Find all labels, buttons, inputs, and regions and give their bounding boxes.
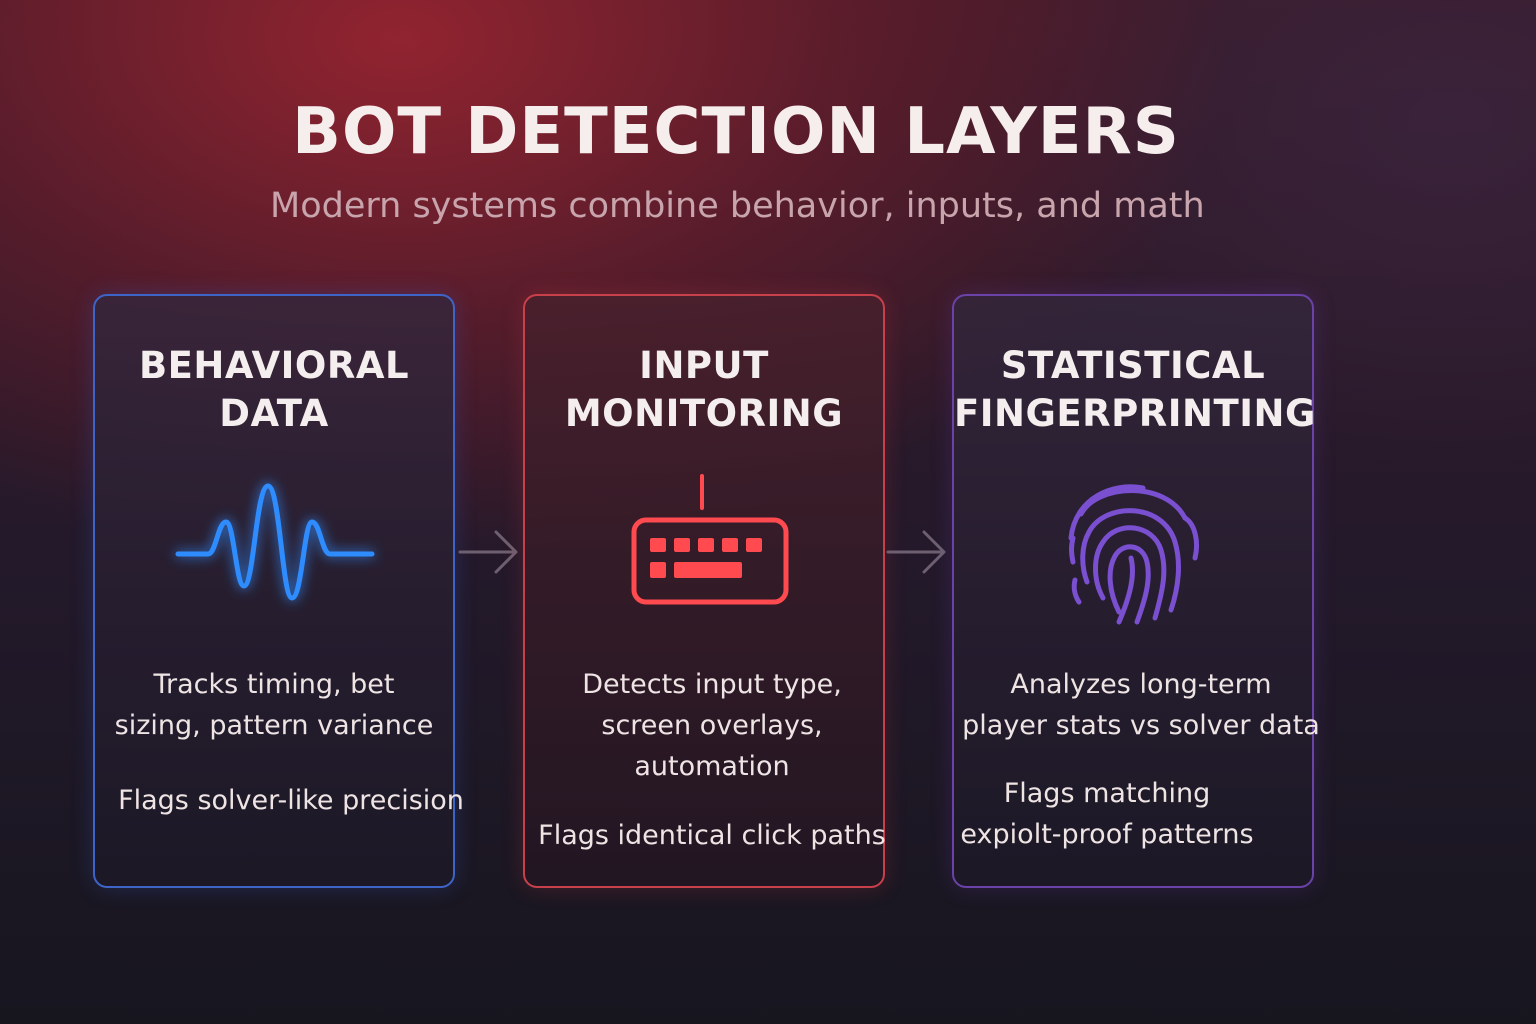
card-title-line: FINGERPRINTING <box>954 392 1316 435</box>
card-flag-line: Flags identical click paths <box>538 820 886 851</box>
arrow-right-icon <box>886 530 946 574</box>
card-title-line: MONITORING <box>564 392 844 435</box>
card-behavioral-data: BEHAVIORAL DATA Tracks timing, bet sizin… <box>93 294 464 888</box>
card-description: Tracks timing, bet sizing, pattern varia… <box>95 664 453 746</box>
page-title: BOT DETECTION LAYERS <box>292 95 1180 169</box>
card-flag: Flags identical click paths <box>533 815 891 856</box>
card-description-line: sizing, pattern variance <box>114 710 434 741</box>
card-description-line: player stats vs solver data <box>962 710 1320 741</box>
card-title-line: STATISTICAL <box>1000 344 1266 387</box>
card-title-line: INPUT <box>639 344 769 387</box>
card-title: BEHAVIORAL DATA <box>95 342 453 438</box>
card-description: Analyzes long-term player stats vs solve… <box>962 664 1320 746</box>
card-title-line: DATA <box>219 392 329 435</box>
card-title: STATISTICAL FINGERPRINTING <box>954 342 1316 438</box>
card-description-line: screen overlays, <box>601 710 823 741</box>
card-description-line: Analyzes long-term <box>1010 669 1272 700</box>
fingerprint-icon <box>954 462 1312 625</box>
card-flag: Flags solver-like precision <box>115 780 467 821</box>
card-title-line: BEHAVIORAL <box>138 344 410 387</box>
card-description-line: automation <box>634 751 790 782</box>
arrow-right-icon <box>458 530 518 574</box>
card-flag-line: Flags matching <box>1003 778 1211 809</box>
card-flag: Flags matching expiolt-proof patterns <box>928 773 1286 855</box>
card-flag-line: expiolt-proof patterns <box>960 819 1254 850</box>
waveform-icon <box>95 462 453 622</box>
keyboard-icon <box>525 462 883 622</box>
card-title: INPUT MONITORING <box>525 342 883 438</box>
card-description: Detects input type, screen overlays, aut… <box>533 664 891 787</box>
card-input-monitoring: INPUT MONITORING Detects input type, scr… <box>523 294 886 888</box>
card-flag-line: Flags solver-like precision <box>118 785 464 816</box>
card-statistical-fingerprinting: STATISTICAL FINGERPRINTING Analyzes long… <box>952 294 1320 888</box>
page-subtitle: Modern systems combine behavior, inputs,… <box>270 186 1205 226</box>
card-description-line: Detects input type, <box>582 669 842 700</box>
card-description-line: Tracks timing, bet <box>153 669 395 700</box>
